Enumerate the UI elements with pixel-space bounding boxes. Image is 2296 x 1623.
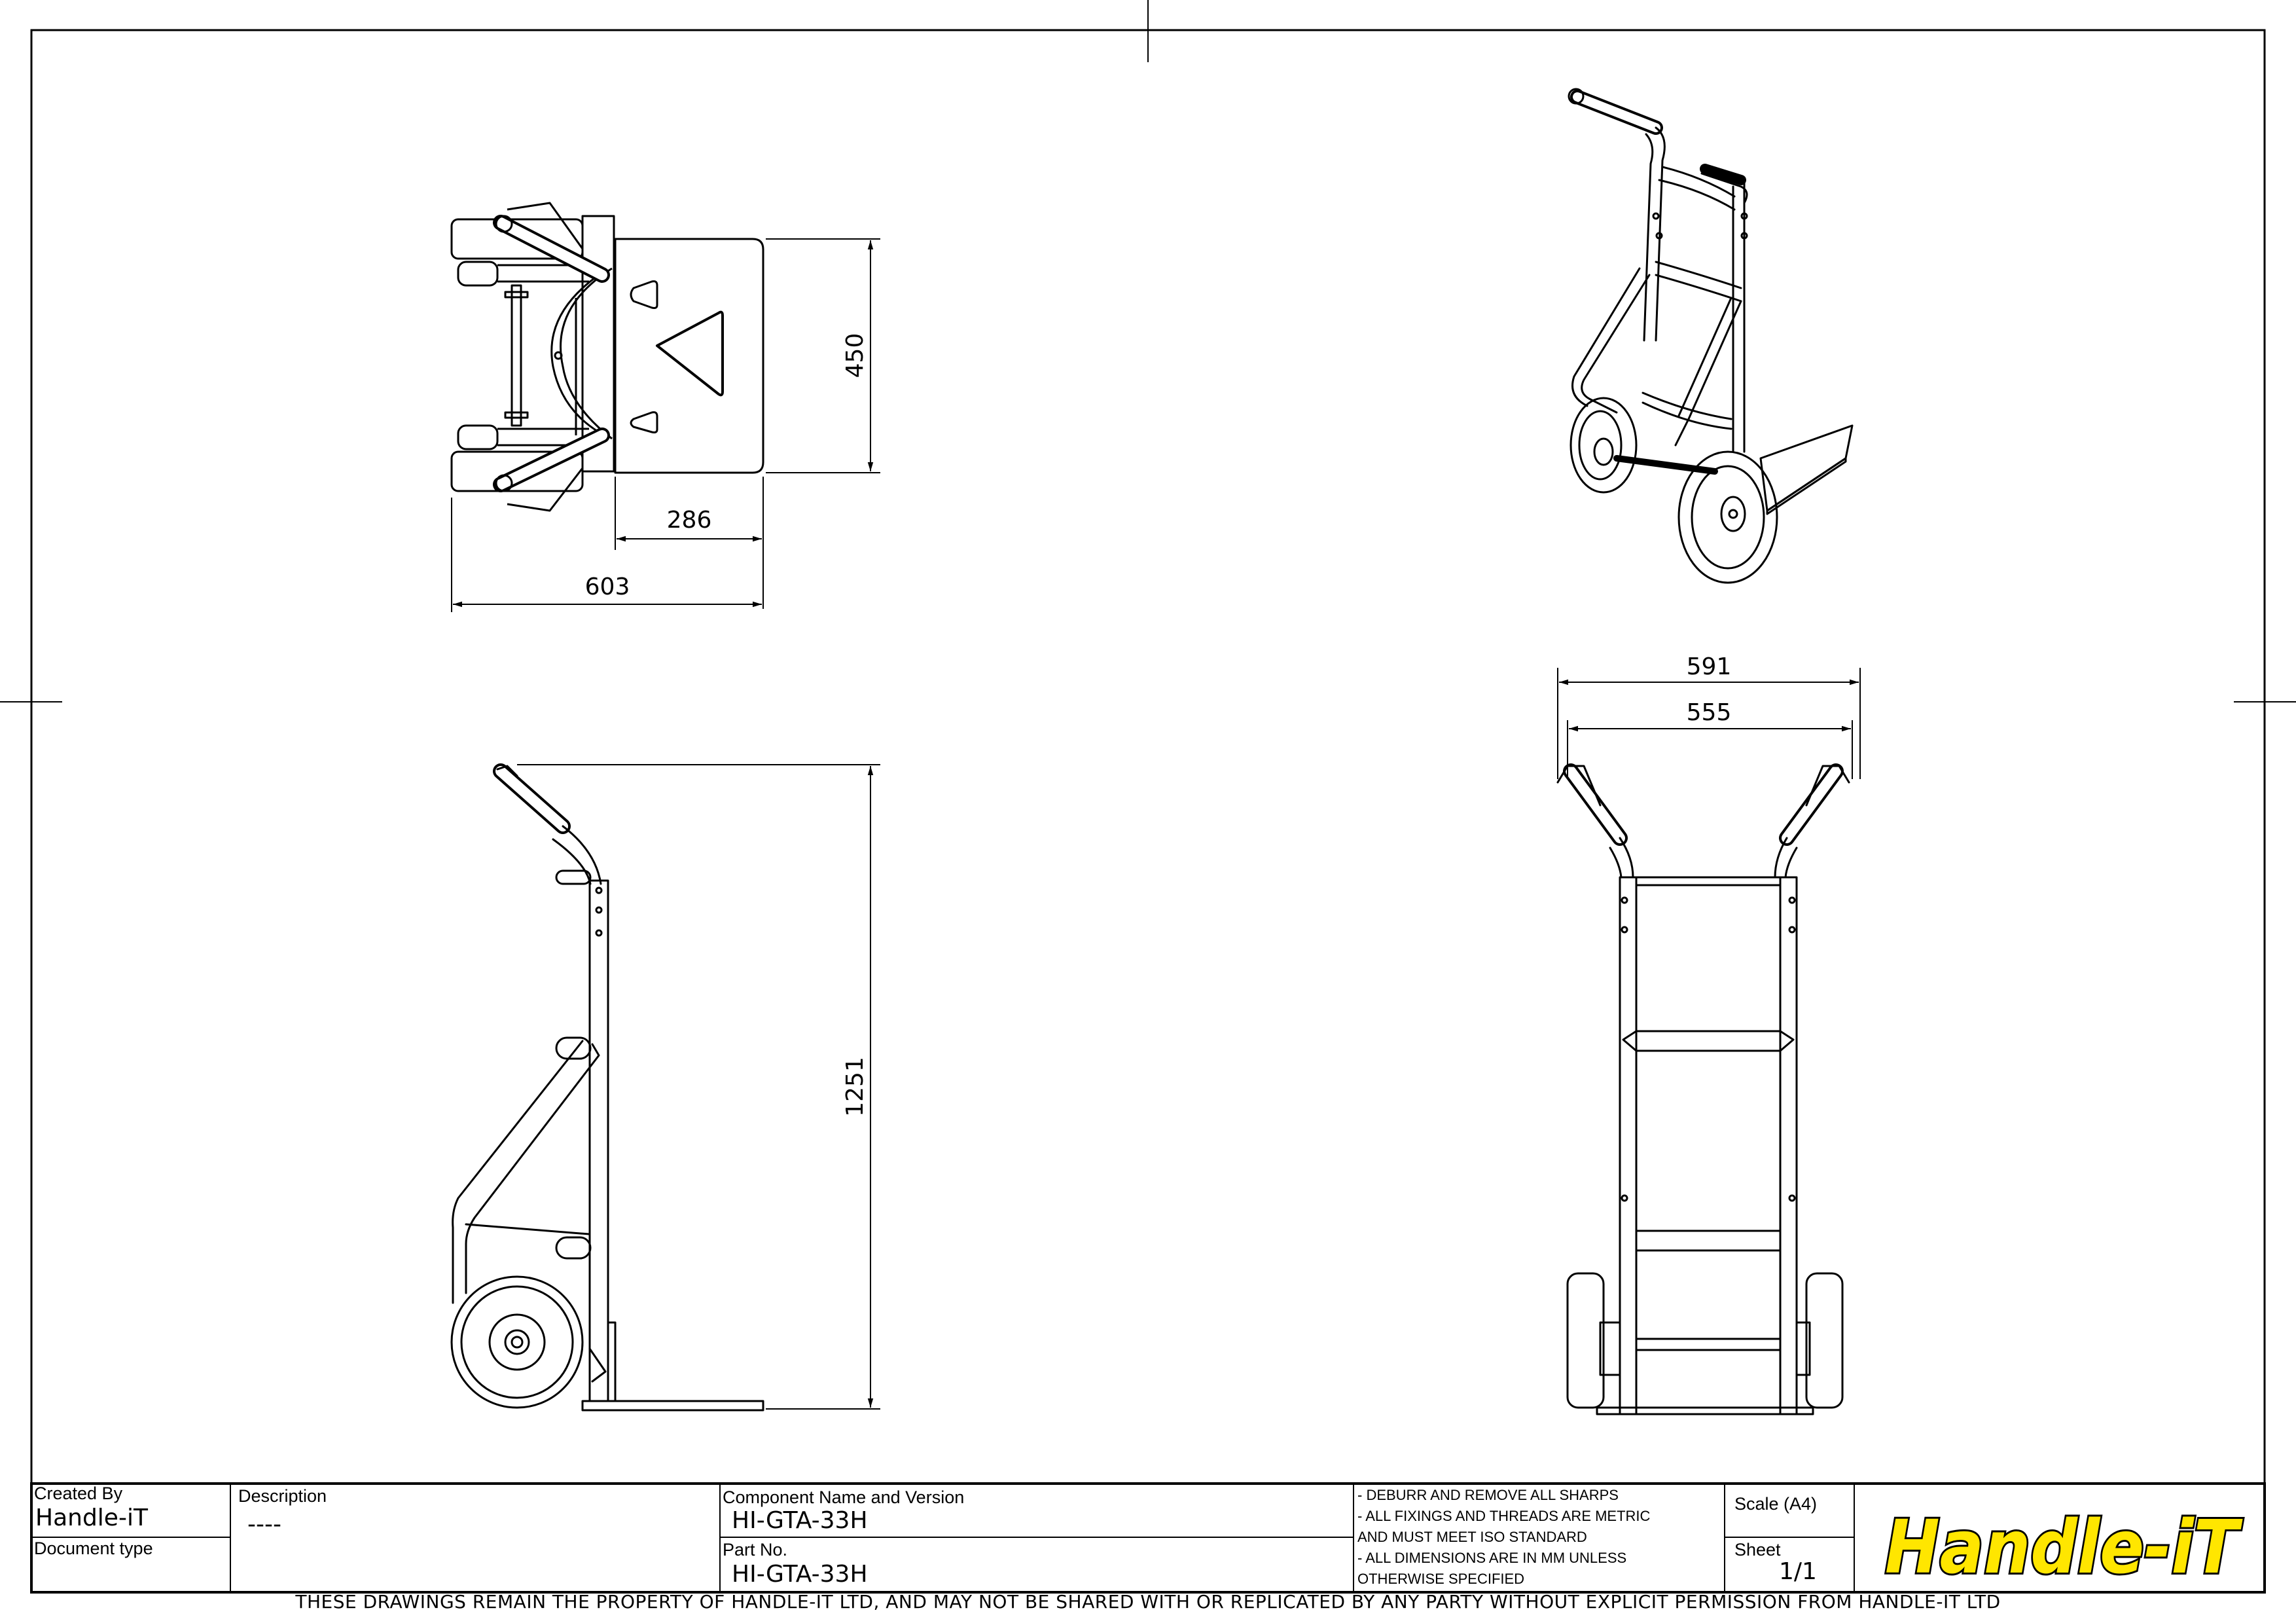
created-by-label: Created By	[34, 1484, 123, 1503]
top-view-dimensions	[451, 238, 880, 612]
note-line: AND MUST MEET ISO STANDARD	[1357, 1529, 1587, 1545]
description-label: Description	[238, 1486, 327, 1506]
note-line: OTHERWISE SPECIFIED	[1357, 1571, 1525, 1587]
note-line: - DEBURR AND REMOVE ALL SHARPS	[1357, 1487, 1619, 1503]
dim-450: 450	[842, 333, 869, 378]
dim-555: 555	[1687, 699, 1732, 726]
centering-marks	[0, 0, 2296, 702]
component-name-value: HI-GTA-33H	[732, 1507, 868, 1534]
isometric-view	[1568, 88, 1854, 584]
front-view	[1556, 763, 1850, 1415]
note-line: - ALL DIMENSIONS ARE IN MM UNLESS	[1357, 1550, 1627, 1566]
dim-603: 603	[585, 574, 630, 600]
sheet-label: Sheet	[1734, 1540, 1781, 1559]
svg-text:Handle-iT: Handle-iT	[1885, 1505, 2243, 1590]
top-view	[450, 202, 764, 512]
part-no-label: Part No.	[723, 1540, 788, 1559]
dim-286: 286	[667, 507, 712, 534]
dim-1251: 1251	[842, 1057, 869, 1117]
part-no-value: HI-GTA-33H	[732, 1561, 868, 1588]
description-value: ----	[247, 1511, 281, 1538]
drawing-notes: - DEBURR AND REMOVE ALL SHARPS - ALL FIX…	[1357, 1485, 1724, 1590]
component-name-label: Component Name and Version	[723, 1487, 965, 1507]
side-view	[450, 763, 764, 1412]
created-by-value: Handle-iT	[35, 1504, 148, 1531]
property-notice: THESE DRAWINGS REMAIN THE PROPERTY OF HA…	[295, 1591, 2001, 1613]
dim-591: 591	[1687, 653, 1732, 680]
scale-label: Scale (A4)	[1734, 1494, 1818, 1514]
title-block-grid	[30, 1482, 2266, 1594]
side-view-dimensions	[517, 764, 880, 1410]
note-line: - ALL FIXINGS AND THREADS ARE METRIC	[1357, 1508, 1651, 1524]
handle-it-logo: Handle-iT	[1883, 1503, 2245, 1592]
document-type-label: Document type	[34, 1539, 153, 1558]
sheet-border	[30, 29, 2266, 1594]
sheet-value: 1/1	[1779, 1558, 1817, 1585]
front-view-dimensions	[1557, 668, 1861, 779]
